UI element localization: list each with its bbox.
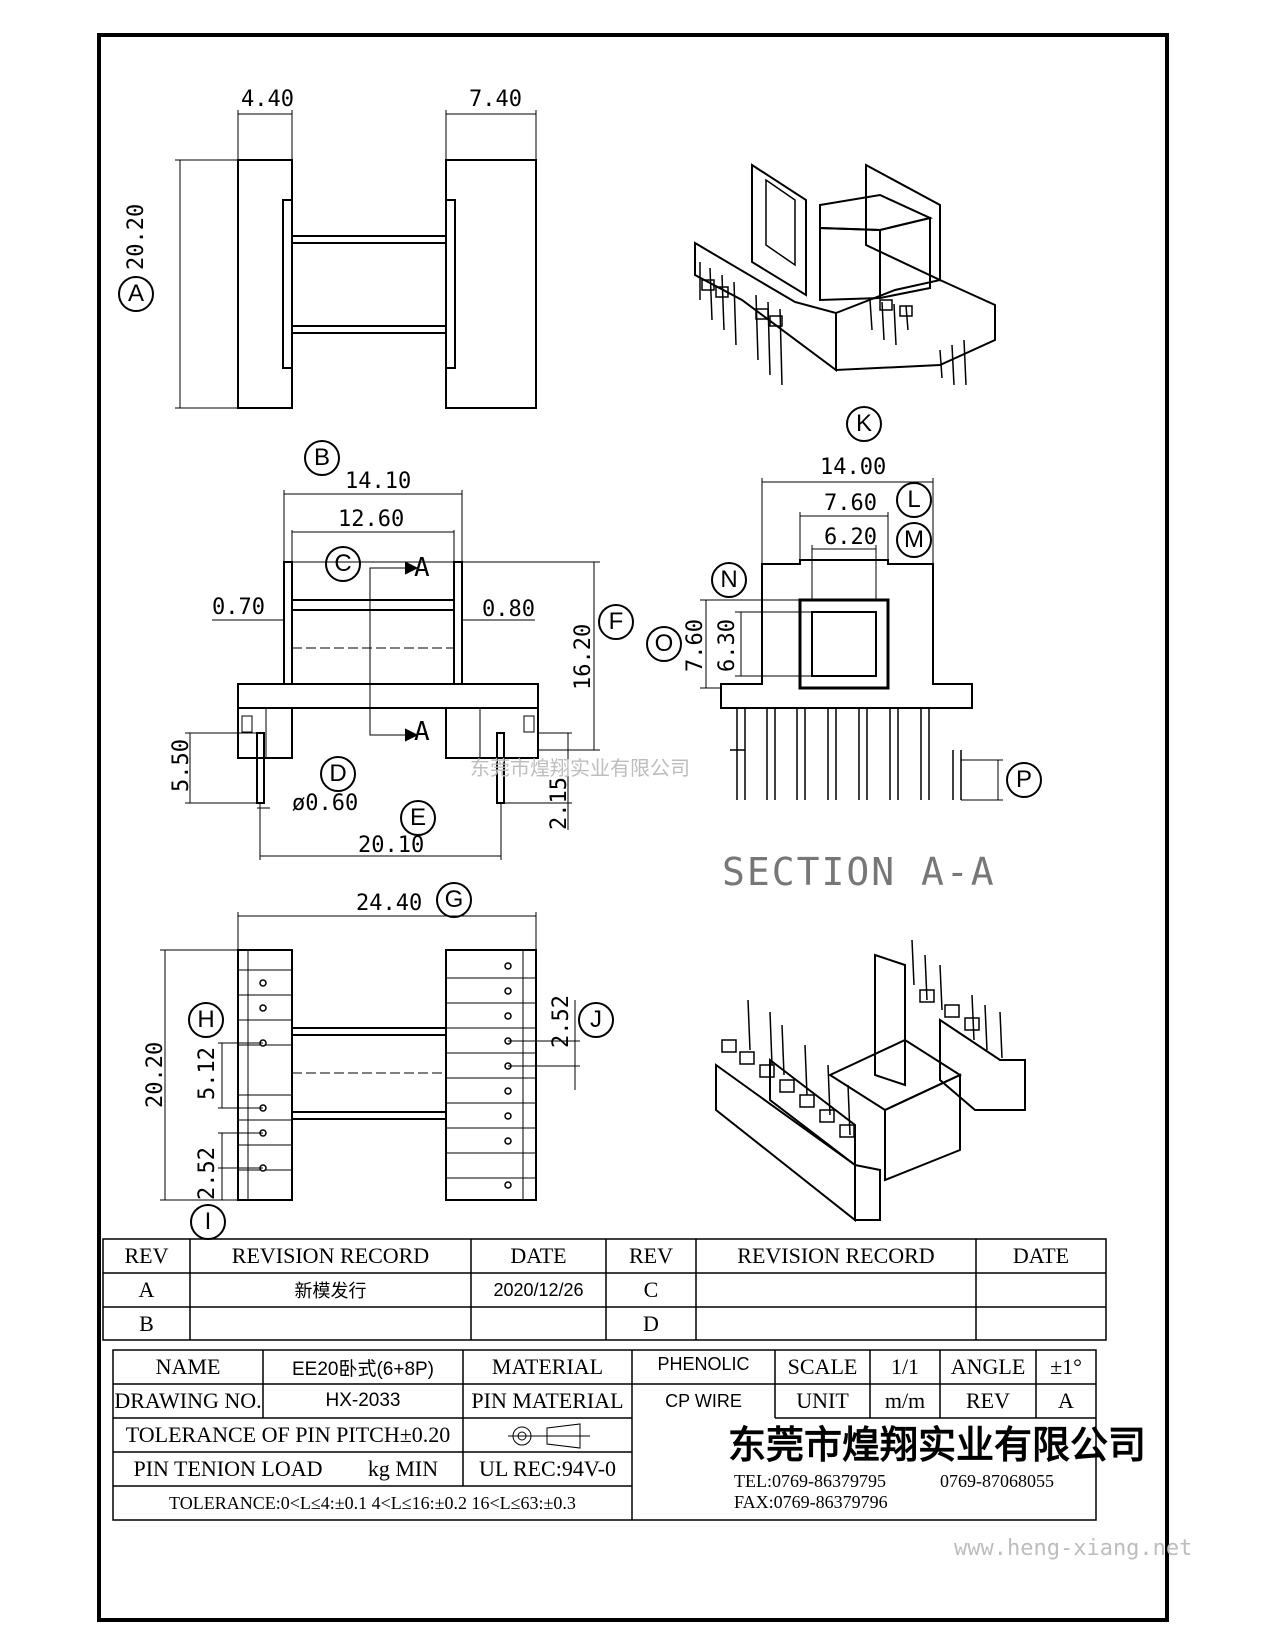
dim-section-width: 14.00 bbox=[820, 455, 887, 480]
isometric-view-top bbox=[694, 163, 996, 386]
callout-g: G bbox=[436, 882, 472, 918]
ul-rec: UL REC:94V-0 bbox=[478, 1456, 617, 1481]
material-value: PHENOLIC bbox=[657, 1353, 750, 1374]
isometric-view-bottom bbox=[715, 939, 1026, 1223]
callout-n: N bbox=[711, 562, 747, 598]
callout-l: L bbox=[896, 482, 932, 518]
section-title: SECTION A-A bbox=[722, 850, 996, 894]
dim-front-overall: 14.10 bbox=[345, 469, 412, 494]
callout-f: F bbox=[598, 604, 634, 640]
section-mark-bottom: A bbox=[414, 717, 430, 747]
company-tel: TEL:0769-86379795 bbox=[734, 1471, 886, 1491]
section-mark-top: A bbox=[414, 553, 430, 583]
dim-section-outer: 7.60 bbox=[824, 491, 877, 516]
pin-tension-unit: kg MIN bbox=[367, 1456, 439, 1481]
callout-e: E bbox=[400, 800, 436, 836]
unit-value: m/m bbox=[884, 1388, 926, 1413]
company-fax: FAX:0769-86379796 bbox=[734, 1492, 888, 1512]
dim-top-right-width: 7.40 bbox=[469, 87, 522, 112]
bottom-view bbox=[160, 912, 580, 1201]
callout-a: A bbox=[118, 276, 154, 312]
rev-value: A bbox=[1058, 1388, 1074, 1413]
tolerance-pitch: TOLERANCE OF PIN PITCH±0.20 bbox=[125, 1422, 451, 1447]
tolerance-note: TOLERANCE:0<L≤4:±0.1 4<L≤16:±0.2 16<L≤63… bbox=[169, 1492, 576, 1513]
angle-label: ANGLE bbox=[950, 1354, 1026, 1379]
date-header-2: DATE bbox=[1012, 1243, 1070, 1268]
watermark-company: 东莞市煌翔实业有限公司 bbox=[470, 758, 690, 780]
rev-cell-d: D bbox=[643, 1310, 659, 1336]
dim-section-inner: 6.20 bbox=[824, 525, 877, 550]
date-cell-a: 2020/12/26 bbox=[493, 1279, 584, 1300]
callout-b: B bbox=[304, 440, 340, 476]
scale-value: 1/1 bbox=[890, 1354, 920, 1379]
dim-front-height: 16.20 bbox=[571, 623, 596, 690]
unit-label: UNIT bbox=[796, 1388, 849, 1413]
callout-o: O bbox=[646, 626, 682, 662]
rev-label: REV bbox=[966, 1388, 1010, 1413]
callout-p: P bbox=[1006, 762, 1042, 798]
top-view bbox=[175, 110, 537, 409]
dim-bottom-row-gap: 5.12 bbox=[195, 1047, 220, 1100]
callout-d: D bbox=[320, 756, 356, 792]
company-name: 东莞市煌翔实业有限公司 bbox=[728, 1425, 1147, 1467]
dim-bottom-height: 20.20 bbox=[143, 1041, 168, 1108]
dim-section-inner-h: 6.30 bbox=[715, 619, 740, 672]
scale-label: SCALE bbox=[787, 1354, 858, 1379]
dim-front-pin-span: 20.10 bbox=[358, 833, 425, 858]
callout-i: I bbox=[190, 1204, 226, 1240]
record-header-2: REVISION RECORD bbox=[737, 1243, 935, 1268]
callout-h: H bbox=[188, 1002, 224, 1038]
dim-front-inner: 12.60 bbox=[338, 507, 405, 532]
dim-bottom-overall: 24.40 bbox=[356, 891, 423, 916]
dim-bottom-pitch-left: 2.52 bbox=[195, 1147, 220, 1200]
pin-material-label: PIN MATERIAL bbox=[471, 1388, 624, 1413]
angle-value: ±1° bbox=[1050, 1354, 1082, 1379]
dim-top-left-width: 4.40 bbox=[241, 87, 294, 112]
dim-section-outer-h: 7.60 bbox=[683, 619, 708, 672]
rev-cell-a: A bbox=[138, 1277, 155, 1302]
name-value: EE20卧式(6+8P) bbox=[291, 1358, 435, 1380]
dim-top-height: 20.20 bbox=[124, 203, 149, 270]
rev-header-1: REV bbox=[124, 1243, 169, 1268]
dim-front-right-wall: 0.80 bbox=[482, 597, 535, 622]
callout-c: C bbox=[325, 546, 361, 582]
rev-cell-c: C bbox=[643, 1277, 659, 1302]
date-header-1: DATE bbox=[510, 1243, 567, 1268]
name-label: NAME bbox=[155, 1354, 221, 1379]
drawing-no-label: DRAWING NO. bbox=[114, 1388, 262, 1413]
front-view bbox=[185, 490, 600, 860]
company-tel-2: 0769-87068055 bbox=[940, 1471, 1054, 1491]
revision-table-grid bbox=[102, 1238, 1107, 1341]
pin-tension-label: PIN TENION LOAD bbox=[133, 1456, 323, 1481]
pin-material-value: CP WIRE bbox=[665, 1390, 742, 1411]
drawing-no-value: HX-2033 bbox=[325, 1390, 401, 1411]
rev-header-2: REV bbox=[629, 1243, 673, 1268]
dim-front-pin-tail: 2.15 bbox=[547, 777, 572, 830]
dim-front-pin-dia: ø0.60 bbox=[292, 791, 359, 816]
rev-cell-b: B bbox=[139, 1310, 154, 1336]
title-block-grid bbox=[112, 1349, 1097, 1521]
dim-front-standoff: 5.50 bbox=[169, 739, 194, 792]
section-view bbox=[700, 478, 1003, 801]
callout-k: K bbox=[846, 406, 882, 442]
drawing-frame bbox=[97, 33, 1169, 1622]
callout-j: J bbox=[578, 1002, 614, 1038]
watermark-url: www.heng-xiang.net bbox=[954, 1536, 1193, 1561]
dim-bottom-pitch-right: 2.52 bbox=[549, 995, 574, 1048]
dim-front-left-wall: 0.70 bbox=[212, 595, 265, 620]
record-cell-a: 新模发行 bbox=[294, 1281, 367, 1301]
record-header-1: REVISION RECORD bbox=[231, 1243, 430, 1268]
material-label: MATERIAL bbox=[491, 1354, 604, 1379]
callout-m: M bbox=[896, 522, 932, 558]
